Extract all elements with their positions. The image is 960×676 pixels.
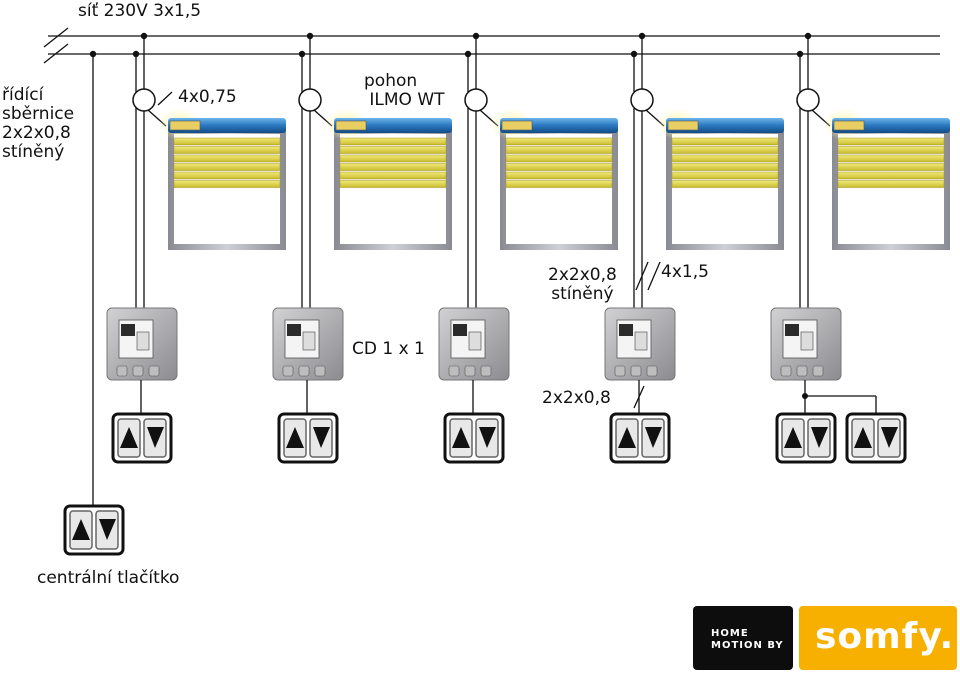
shutter-unit <box>438 32 618 464</box>
cable-marks <box>157 91 661 409</box>
junction-dot <box>132 50 140 58</box>
shutter-unit <box>770 32 950 464</box>
shutter-slat <box>173 146 281 154</box>
shielded-cable-label: 2x2x0,8 stíněný <box>548 265 617 304</box>
shutter-slat <box>505 137 613 146</box>
up-down-switch[interactable] <box>775 412 837 464</box>
shutter-slat <box>671 154 779 163</box>
power-cable-label: 4x1,5 <box>661 262 709 282</box>
shutter-unit <box>604 32 784 464</box>
shutter-slat <box>505 154 613 163</box>
shutter-slat <box>173 137 281 146</box>
shutter-slat <box>837 171 945 180</box>
mains-lines <box>43 27 940 64</box>
controller-label: CD 1 x 1 <box>352 339 425 359</box>
up-down-switch-extra[interactable] <box>845 412 907 464</box>
shutter-slat <box>339 180 447 188</box>
ilmo-motor <box>169 120 201 131</box>
junction-dot <box>630 50 638 58</box>
shutter-slat <box>837 137 945 146</box>
shutter-slat <box>339 137 447 146</box>
shutter-slat <box>837 154 945 163</box>
junction-dot <box>802 393 808 399</box>
shutter-slat <box>339 146 447 154</box>
shutter-slat <box>671 180 779 188</box>
motor-symbol <box>796 88 820 112</box>
junction-dot <box>804 32 812 40</box>
up-down-switch[interactable] <box>111 412 173 464</box>
shutter-slat <box>173 154 281 163</box>
motor-symbol <box>464 88 488 112</box>
ilmo-motor <box>667 120 699 131</box>
shutter-slat <box>339 171 447 180</box>
motor-symbol <box>132 88 156 112</box>
shutter-unit <box>106 32 286 464</box>
shutter-slat <box>671 146 779 154</box>
shutter-slat <box>173 180 281 188</box>
shutter-slat <box>505 180 613 188</box>
shutter-slat <box>339 154 447 163</box>
shutter-slat <box>339 163 447 171</box>
up-down-switch[interactable] <box>609 412 671 464</box>
junction-dot <box>464 50 472 58</box>
junction-dot <box>796 50 804 58</box>
junction-dot <box>306 32 314 40</box>
motor-symbol <box>630 88 654 112</box>
shutter-slat <box>837 180 945 188</box>
shutter-slat <box>671 137 779 146</box>
drive-label: pohon ILMO WT <box>364 71 445 110</box>
central-button-label: centrální tlačítko <box>37 568 180 588</box>
mains-label: síť 230V 3x1,5 <box>78 1 202 21</box>
shutter-slat <box>505 146 613 154</box>
bus-label: řídící sběrnice 2x2x0,8 stíněný <box>2 85 75 162</box>
central-button[interactable] <box>63 504 125 556</box>
up-down-switch[interactable] <box>277 412 339 464</box>
motor-symbol <box>298 88 322 112</box>
junction-dot <box>89 50 97 58</box>
shutter-slat <box>837 146 945 154</box>
ilmo-motor <box>335 120 367 131</box>
ilmo-motor <box>501 120 533 131</box>
shutter-slat <box>837 163 945 171</box>
junction-dot <box>472 32 480 40</box>
up-down-switch[interactable] <box>443 412 505 464</box>
shutter-slat <box>505 163 613 171</box>
somfy-wordmark: somfy. <box>815 616 955 657</box>
somfy-logo: somfy. <box>799 606 957 670</box>
shutter-slat <box>671 163 779 171</box>
shutter-slat <box>173 163 281 171</box>
shutter-slat <box>671 171 779 180</box>
home-motion-logo: HOME MOTION BY <box>693 606 793 670</box>
junction-dot <box>298 50 306 58</box>
shutter-unit <box>272 32 452 464</box>
junction-dot <box>140 32 148 40</box>
ilmo-motor <box>833 120 865 131</box>
shutter-slat <box>173 171 281 180</box>
parallel-switch-group <box>802 393 907 464</box>
shutter-slat <box>505 171 613 180</box>
switch-cable-label: 2x2x0,8 <box>542 388 611 408</box>
junction-dot <box>638 32 646 40</box>
logo-line-2: MOTION BY <box>711 640 784 651</box>
motor-cable-label: 4x0,75 <box>178 87 237 107</box>
logo-line-1: HOME <box>711 628 749 639</box>
